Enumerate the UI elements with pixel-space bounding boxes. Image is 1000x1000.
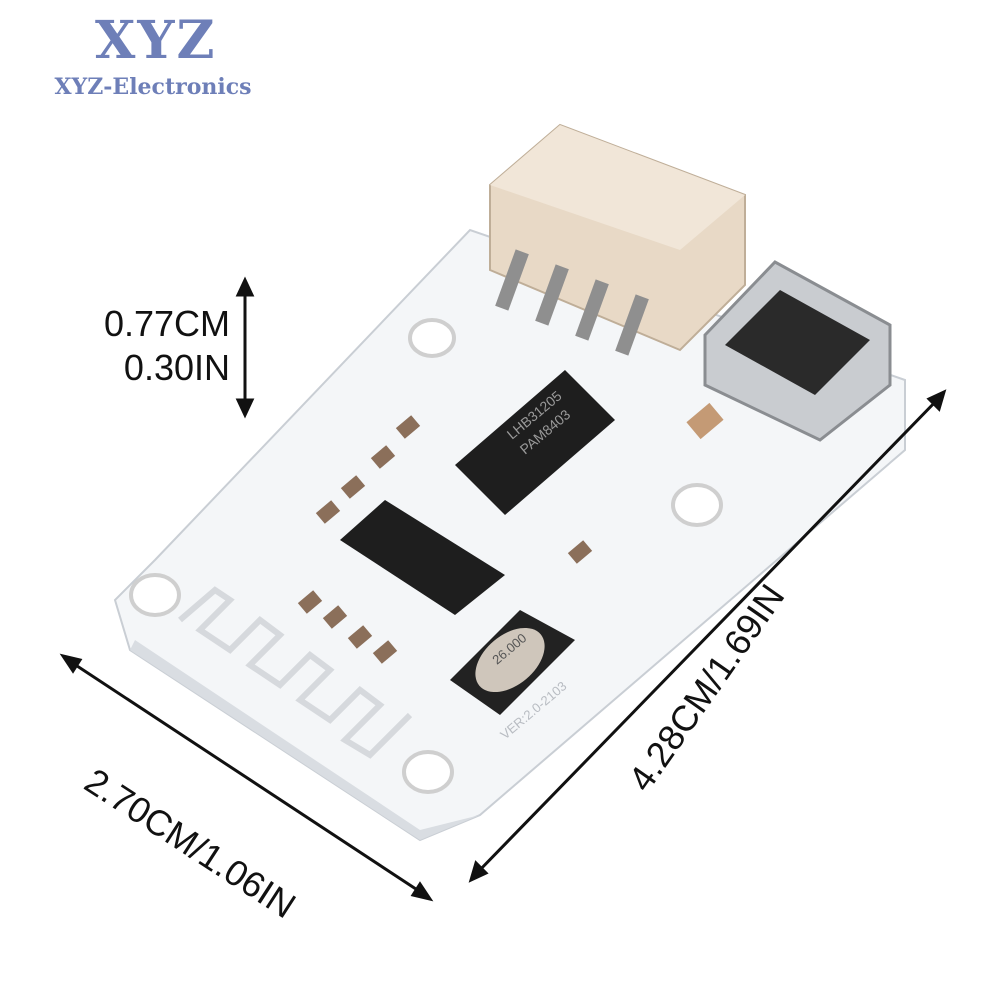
smd-components [297, 402, 724, 664]
dimension-arrow-length [468, 389, 947, 883]
brand-name: XYZ-Electronics [54, 74, 252, 100]
height-in: 0.30IN [123, 347, 230, 388]
height-cm: 0.77CM [103, 303, 230, 344]
usb-c-port [703, 260, 892, 442]
dimension-arrow-height [235, 276, 255, 419]
height-dimension-label: 0.77CM 0.30IN [82, 302, 230, 390]
brand-logo: XYZ [95, 10, 217, 71]
bluetooth-chip [340, 500, 505, 615]
dimension-arrow-width [59, 653, 434, 902]
mounting-holes [129, 318, 723, 794]
antenna-trace [178, 586, 413, 759]
crystal-oscillator [450, 610, 575, 715]
amplifier-chip [455, 370, 615, 515]
jst-connector [489, 123, 746, 356]
